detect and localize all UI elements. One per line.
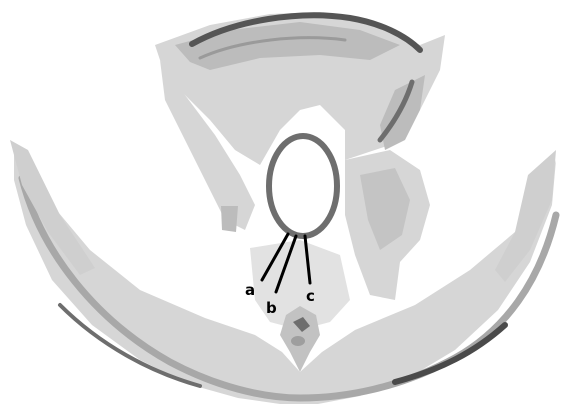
label-c: c <box>306 287 315 305</box>
label-a: a <box>245 281 255 299</box>
midline-small-oval <box>291 336 305 346</box>
label-b: b <box>266 299 277 317</box>
left-small-block <box>221 206 238 232</box>
